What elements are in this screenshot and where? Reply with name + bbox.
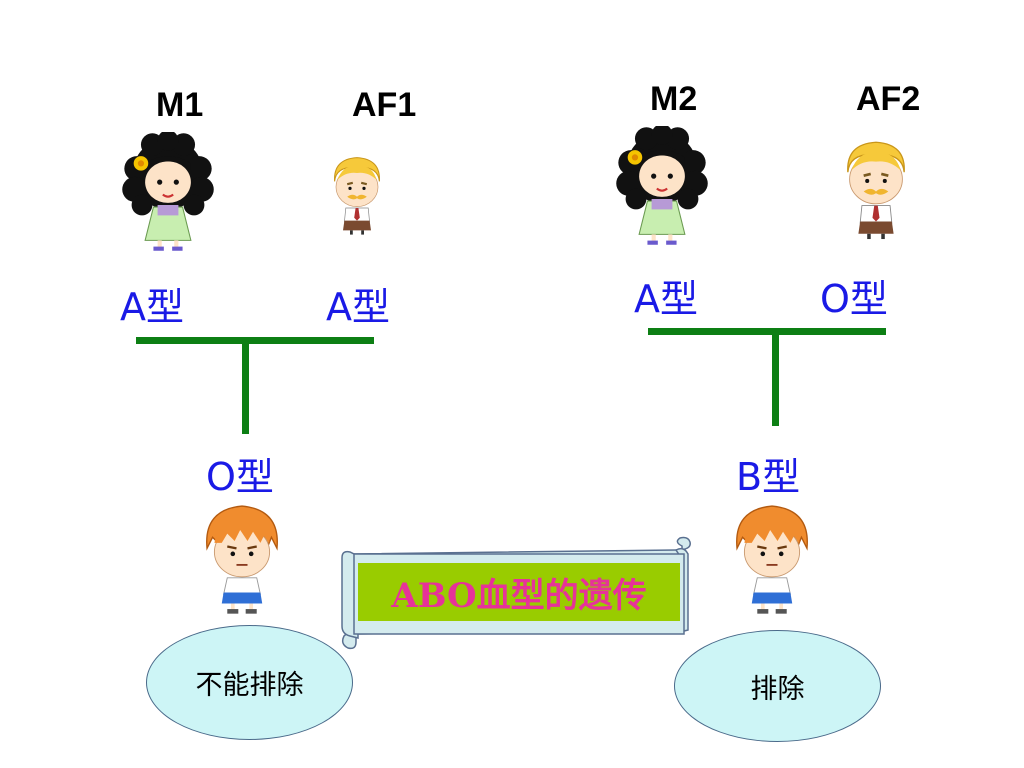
- mother-2-label: M2: [650, 80, 698, 118]
- mother-1-blood-type: A型: [120, 285, 184, 329]
- child-1-blood-type: O型: [206, 455, 274, 499]
- father-2-label: AF2: [856, 80, 921, 118]
- father-1-blood-type: A型: [326, 285, 390, 329]
- orange-haired-boy-cartoon-icon: [196, 496, 288, 620]
- girl-cartoon-icon: [116, 132, 220, 252]
- family-2-parent-connector: [648, 328, 886, 335]
- mother-1-label: M1: [156, 86, 204, 124]
- mother-2-blood-type: A型: [634, 277, 698, 321]
- orange-haired-boy-cartoon-icon: [726, 496, 818, 620]
- banner-panel: ABO血型的遗传: [358, 563, 680, 621]
- family-1-parent-connector: [136, 337, 374, 344]
- result-1-text: 不能排除: [195, 670, 304, 701]
- blond-boy-cartoon-icon: [832, 128, 920, 248]
- blond-boy-cartoon-icon: [322, 134, 392, 254]
- banner-title: ABO血型的遗传: [391, 575, 647, 616]
- result-bubble-1: 不能排除: [146, 625, 353, 740]
- girl-cartoon-icon: [610, 126, 714, 246]
- result-2-text: 排除: [750, 673, 805, 705]
- father-2-blood-type: O型: [820, 277, 888, 321]
- result-bubble-2: 排除: [674, 630, 881, 742]
- family-1-child-connector: [242, 340, 249, 434]
- child-2-blood-type: B型: [736, 455, 801, 499]
- family-2-child-connector: [772, 332, 779, 426]
- father-1-label: AF1: [352, 86, 417, 124]
